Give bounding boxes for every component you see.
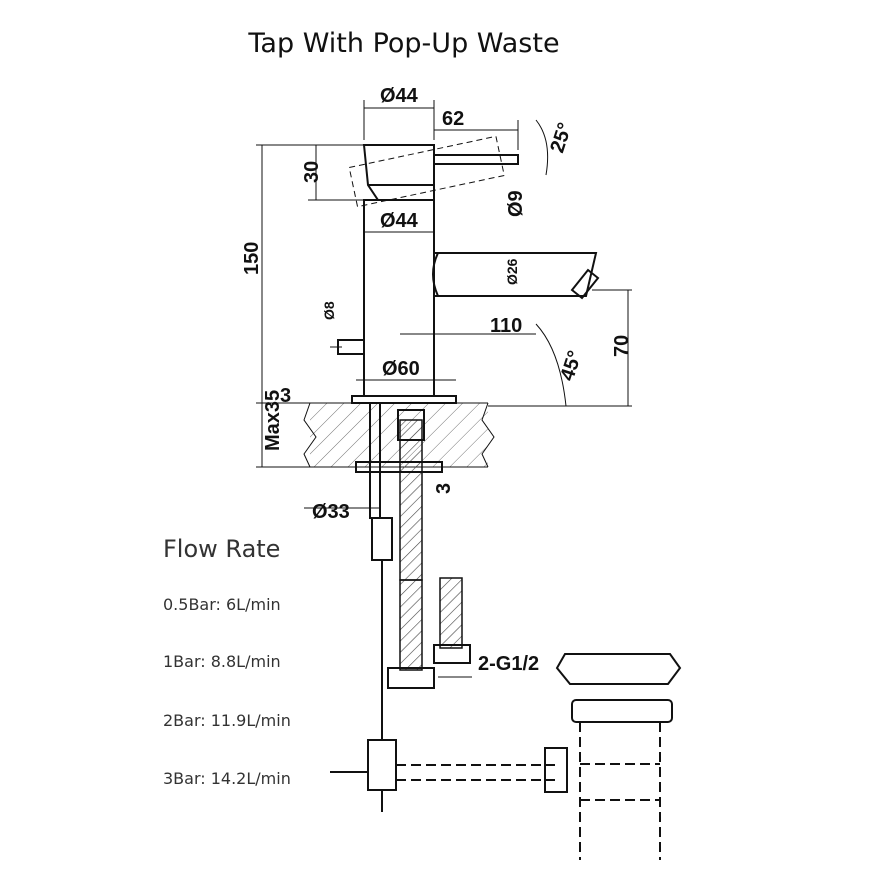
dim-spout-angle: 45° bbox=[556, 348, 586, 384]
dim-body-diameter: Ø44 bbox=[380, 210, 419, 232]
dimension-lines bbox=[256, 100, 632, 678]
diagram-title: Tap With Pop-Up Waste bbox=[248, 28, 560, 59]
dim-max-deck-thickness: Max35 bbox=[262, 390, 284, 451]
flow-rate-row: 1Bar: 8.8L/min bbox=[163, 652, 281, 671]
supply-hoses bbox=[355, 402, 471, 689]
dim-popup-rod-diameter: Ø8 bbox=[321, 301, 337, 320]
spout bbox=[432, 252, 600, 300]
dim-base-thickness: 3 bbox=[280, 385, 291, 407]
flow-rate-row: 3Bar: 14.2L/min bbox=[163, 769, 291, 788]
handle-lever bbox=[348, 135, 519, 208]
popup-rod bbox=[330, 339, 365, 355]
pull-rod bbox=[330, 560, 555, 812]
dim-lever-angle: 25° bbox=[546, 120, 576, 156]
dim-handle-diameter: Ø44 bbox=[380, 85, 419, 107]
dim-base-diameter: Ø60 bbox=[382, 358, 420, 380]
dim-washer-thickness: 3 bbox=[433, 483, 455, 494]
dim-connection: 2-G1/2 bbox=[478, 653, 539, 675]
dim-total-height: 150 bbox=[241, 242, 263, 275]
dim-handle-height: 30 bbox=[301, 161, 323, 183]
dim-spout-height: 70 bbox=[611, 335, 633, 357]
flow-rate-heading: Flow Rate bbox=[163, 535, 281, 563]
dim-spout-diameter: Ø26 bbox=[504, 258, 520, 285]
flow-rate-row: 0.5Bar: 6L/min bbox=[163, 595, 281, 614]
dim-shank-diameter: Ø33 bbox=[312, 501, 350, 523]
dim-spout-reach: 110 bbox=[490, 315, 522, 337]
dim-lever-length: 62 bbox=[442, 108, 464, 130]
flow-rate-row: 2Bar: 11.9L/min bbox=[163, 711, 291, 730]
popup-waste bbox=[544, 653, 682, 860]
dim-lever-rod-diameter: Ø9 bbox=[505, 190, 527, 217]
